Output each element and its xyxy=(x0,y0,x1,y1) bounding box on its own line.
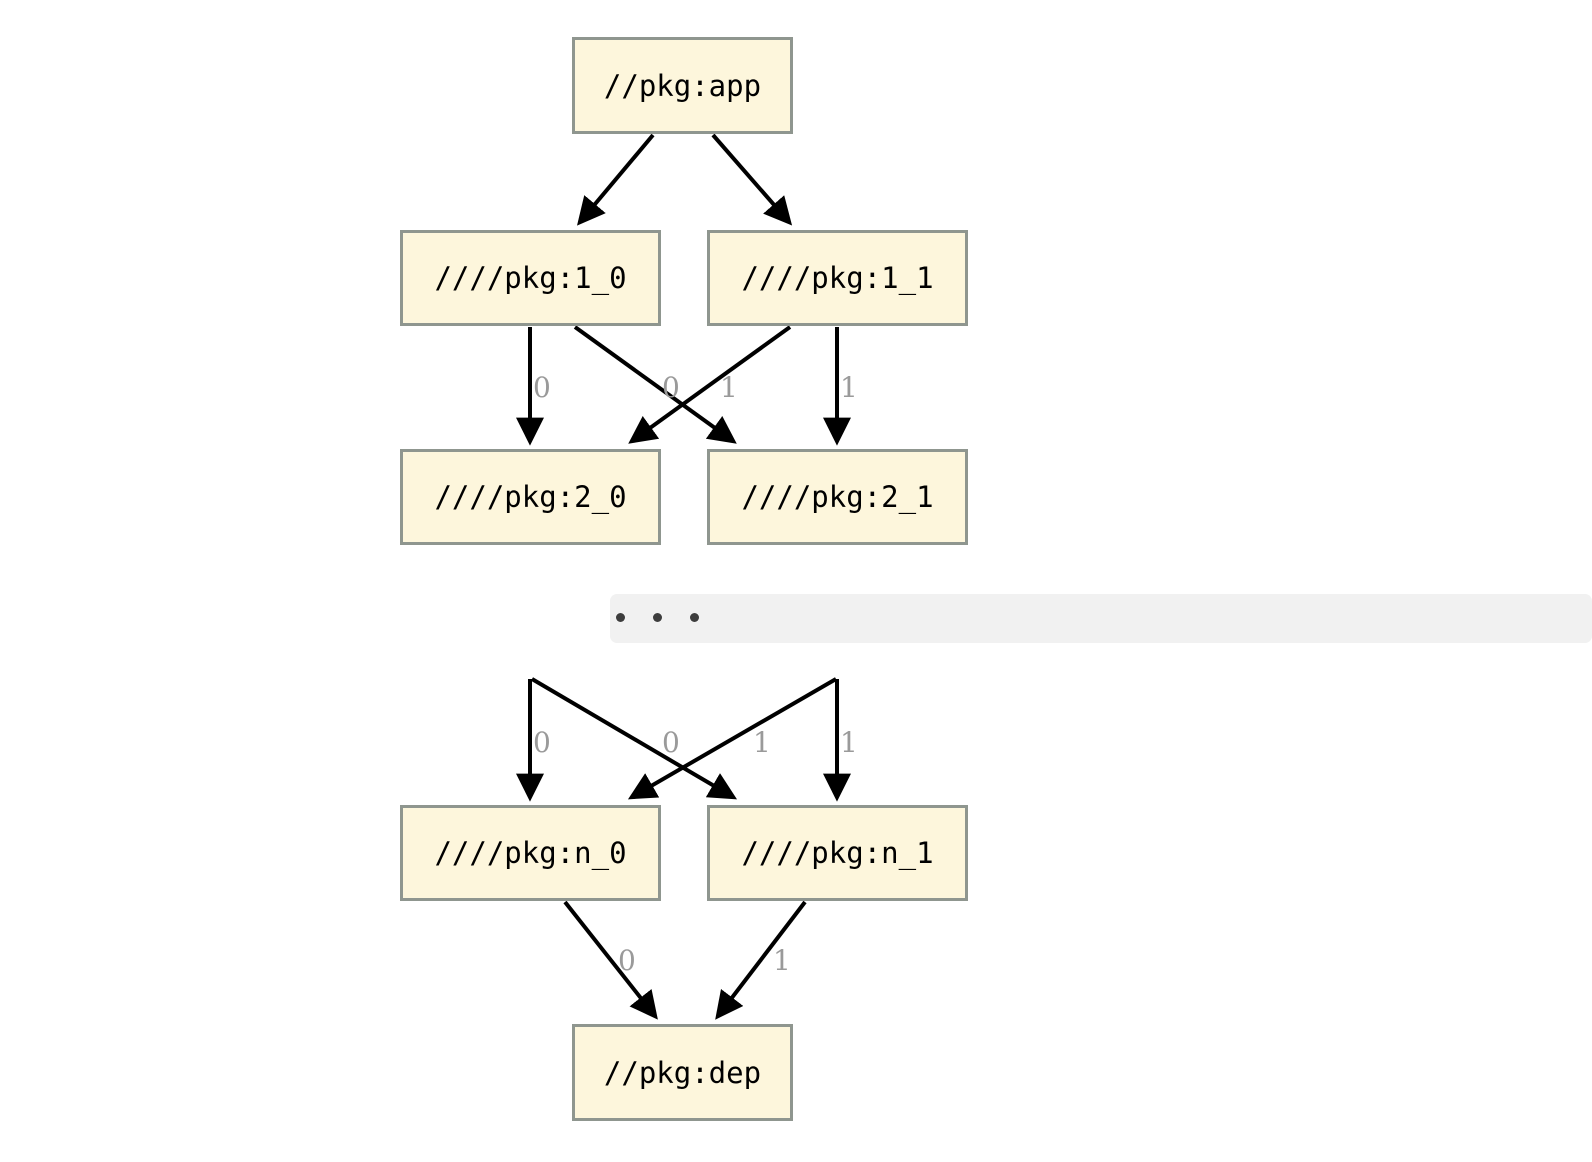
graph-node-label: //pkg:app xyxy=(603,68,762,103)
graph-edge xyxy=(530,677,738,800)
graph-edge xyxy=(627,677,838,800)
graph-node-label: ////pkg:2_0 xyxy=(434,480,627,514)
graph-edge xyxy=(711,133,793,226)
edge-label: 0 xyxy=(533,371,551,404)
graph-edge xyxy=(563,900,658,1020)
graph-node-nn_0[interactable]: ////pkg:n_0 xyxy=(400,805,661,901)
graph-node-n1_1[interactable]: ////pkg:1_1 xyxy=(707,230,968,326)
ellipsis-band xyxy=(610,594,1592,643)
graph-edge xyxy=(715,900,807,1020)
graph-node-label: ////pkg:1_0 xyxy=(434,261,627,295)
graph-edge xyxy=(628,325,792,444)
graph-node-label: ////pkg:n_1 xyxy=(741,836,934,870)
graph-node-label: ////pkg:2_1 xyxy=(741,480,934,514)
graph-edge xyxy=(577,133,655,226)
graph-node-label: ////pkg:1_1 xyxy=(741,261,934,295)
ellipsis-dots-icon xyxy=(616,613,727,622)
graph-edge xyxy=(573,325,737,444)
edge-label: 1 xyxy=(840,371,858,404)
edge-label: 0 xyxy=(662,371,680,404)
graph-node-n1_0[interactable]: ////pkg:1_0 xyxy=(400,230,661,326)
graph-node-n2_0[interactable]: ////pkg:2_0 xyxy=(400,449,661,545)
edges-group xyxy=(516,133,851,1020)
edge-label: 0 xyxy=(618,944,636,977)
graph-node-label: ////pkg:n_0 xyxy=(434,836,627,870)
graph-node-app[interactable]: //pkg:app xyxy=(572,37,793,134)
graph-node-label: //pkg:dep xyxy=(603,1055,762,1090)
edge-label: 1 xyxy=(720,371,738,404)
graph-node-n2_1[interactable]: ////pkg:2_1 xyxy=(707,449,968,545)
edge-label: 1 xyxy=(753,726,771,759)
edge-label: 0 xyxy=(662,726,680,759)
edge-label: 1 xyxy=(773,944,791,977)
graph-node-dep[interactable]: //pkg:dep xyxy=(572,1024,793,1121)
edge-label: 1 xyxy=(840,726,858,759)
graph-node-nn_1[interactable]: ////pkg:n_1 xyxy=(707,805,968,901)
edge-label: 0 xyxy=(533,726,551,759)
